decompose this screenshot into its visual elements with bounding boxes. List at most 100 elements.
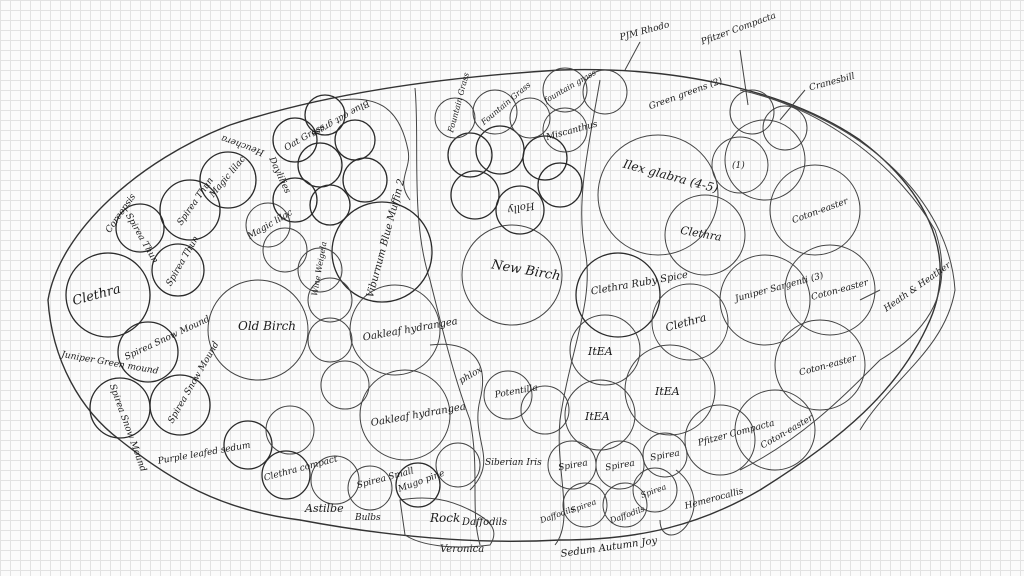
- plant-circle: [207, 279, 309, 381]
- plant-circle: [602, 482, 648, 528]
- label-spirea-row-3: Spirea: [650, 448, 681, 463]
- label-clethra-left: Clethra: [71, 282, 123, 309]
- leader-line: [779, 89, 806, 121]
- irregular-border-3: [399, 497, 495, 548]
- label-purple-leafed-sedum: Purple leafed sedum: [156, 441, 251, 467]
- label-itea-1: ItEA: [587, 345, 613, 358]
- plant-circle: [450, 170, 500, 220]
- plant-circle: [483, 370, 533, 420]
- label-viburnum: Viburnum Blue Muffin 2: [365, 178, 407, 299]
- plant-circle: [307, 277, 353, 323]
- label-spirea-snow-mound-1: Spirea Snow Mound: [123, 314, 211, 362]
- label-spirea-thun-3: Spirea Thun: [165, 234, 202, 288]
- plant-circle: [334, 119, 376, 161]
- plant-circle: [719, 254, 811, 346]
- label-itea-2: ItEA: [654, 385, 680, 398]
- label-pjm-rhodo: PJM Rhodo: [618, 20, 671, 43]
- plant-circle: [734, 389, 816, 471]
- leader-line: [624, 41, 641, 71]
- plant-circle: [149, 374, 211, 436]
- plant-circle: [537, 162, 583, 208]
- plant-circle: [542, 67, 588, 113]
- label-heuchera: Heuchera: [220, 133, 266, 158]
- label-daffodils-3: Daffodils: [608, 504, 646, 525]
- plant-circle: [651, 283, 729, 361]
- plant-circle: [395, 462, 441, 508]
- plant-circle: [564, 379, 636, 451]
- label-holly: Holly: [507, 199, 537, 215]
- plant-circle: [562, 482, 608, 528]
- plant-circle: [595, 440, 645, 490]
- label-cotoneaster-3: Coton-easter: [798, 353, 858, 378]
- plant-circle: [520, 385, 570, 435]
- plant-circle: [272, 117, 318, 163]
- plant-circle: [711, 136, 769, 194]
- plant-circle: [632, 467, 678, 513]
- label-one: (1): [732, 160, 745, 171]
- label-clethra-ruby-spice: Clethra Ruby Spice: [590, 270, 689, 298]
- label-heath-heather: Heath & Heather: [881, 260, 953, 315]
- plant-circle: [575, 252, 661, 338]
- irregular-border-2: [429, 343, 485, 491]
- leader-line: [859, 289, 881, 301]
- plant-circle: [297, 247, 343, 293]
- label-rock: Rock: [429, 511, 460, 525]
- plant-circle: [347, 465, 393, 511]
- plant-circle: [304, 94, 346, 136]
- label-oakleaf-hydrangea-1: Oakleaf hydrangea: [362, 316, 459, 344]
- label-spirea-snow-mound-3: Spirea Snow Mound: [167, 340, 222, 425]
- plant-circle: [774, 319, 866, 411]
- label-new-birch: New Birch: [489, 257, 561, 284]
- path-divider-left: [414, 87, 481, 546]
- plant-circle: [582, 69, 628, 115]
- leader-line: [739, 49, 749, 106]
- label-clethra-compact: Clethra compact: [263, 454, 339, 483]
- plant-circle: [309, 184, 351, 226]
- plant-circle: [642, 432, 688, 478]
- plant-circle: [223, 420, 273, 470]
- plant-circle: [272, 177, 318, 223]
- irregular-border-1: [339, 98, 411, 201]
- plant-circle: [472, 89, 518, 135]
- label-clethra-right-2: Clethra: [664, 311, 708, 334]
- plant-circle: [320, 360, 370, 410]
- irregular-border-4: [659, 469, 695, 536]
- plant-circle: [724, 119, 806, 201]
- label-blue-oat-grass: Blue oat grass: [309, 97, 372, 139]
- plant-circle: [522, 135, 568, 181]
- plant-circle: [435, 442, 481, 488]
- label-fountain-grass-2: Fountain Grass: [479, 80, 533, 127]
- plant-circle: [359, 369, 451, 461]
- label-phlox: phlox: [458, 365, 485, 386]
- plant-circle: [509, 97, 551, 139]
- label-magic-lilac-2: Magic lilac: [245, 208, 294, 242]
- plant-circle: [342, 157, 388, 203]
- plant-circle: [310, 455, 360, 505]
- plant-circle: [784, 244, 876, 336]
- plant-circle: [159, 179, 221, 241]
- label-cotoneaster-4: Coton-easter: [759, 413, 815, 451]
- plant-circle: [569, 314, 641, 386]
- plant-circle: [117, 321, 179, 383]
- label-fountain-grass-1: Fountain Grass: [446, 72, 471, 135]
- plant-circle: [349, 284, 441, 376]
- label-sedum-autumn-joy: Sedum Autumn Joy: [560, 535, 658, 559]
- plant-circle: [495, 185, 545, 235]
- label-siberian-iris: Siberian Iris: [485, 458, 542, 468]
- label-miscanthus: Miscanthus: [544, 119, 599, 143]
- label-cranesbill: Cranesbill: [808, 72, 856, 94]
- plant-circle: [434, 97, 476, 139]
- plant-circle: [307, 317, 353, 363]
- label-spirea-row-5: Spirea: [640, 482, 668, 500]
- path-divider-right: [554, 79, 601, 546]
- plant-circle: [245, 202, 291, 248]
- label-spirea-row-2: Spirea: [605, 458, 636, 473]
- plant-circle: [762, 105, 808, 151]
- label-magic-lilac-1: Magic lilac: [207, 155, 248, 201]
- label-spirea-thun-1: Spirea Thun: [123, 212, 160, 266]
- plant-circle: [461, 224, 563, 326]
- label-veronica: Veronica: [440, 544, 484, 555]
- label-daffodils-2: Daffodils: [538, 504, 576, 525]
- label-green-greens: Green greens (2): [647, 75, 724, 112]
